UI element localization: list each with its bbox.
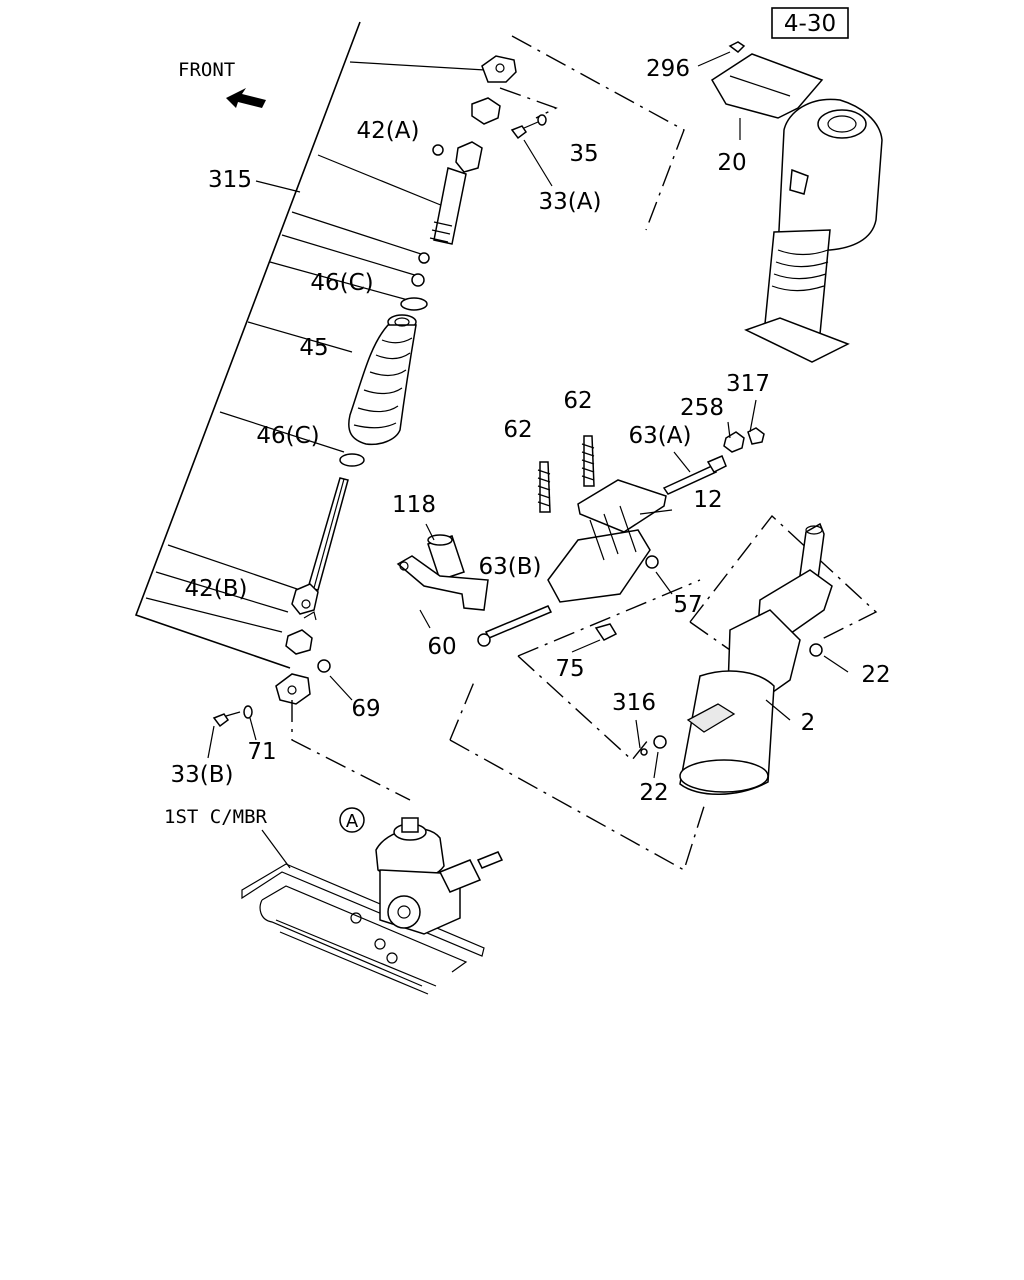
shaft-group-connectors (291, 35, 685, 801)
callout-57: 57 (673, 592, 702, 618)
upper-shaft (433, 167, 467, 245)
callout-33b: 33(B) (171, 762, 234, 788)
front-indicator: FRONT (178, 59, 266, 108)
leader-lines (207, 118, 849, 779)
bolt-63a (662, 465, 718, 495)
callout-22-bottom: 22 (639, 780, 668, 806)
marker-a-circle (339, 807, 365, 833)
spring-right (583, 435, 595, 487)
spring-left (539, 461, 551, 513)
cover-base (744, 317, 850, 363)
u-joint-cross-b (285, 629, 313, 655)
upper-yoke (481, 55, 517, 83)
callout-296: 296 (646, 56, 690, 82)
callout-63b: 63(B) (479, 554, 542, 580)
callouts: 296 20 42(A) 35 315 33(A) 46(C) 45 46(C)… (171, 56, 891, 806)
cover-lower-body (763, 229, 831, 335)
lower-yoke (275, 673, 311, 705)
cover-panel (710, 53, 824, 119)
callout-60: 60 (427, 634, 456, 660)
callout-71: 71 (247, 739, 276, 765)
callout-62-left: 62 (503, 417, 532, 443)
front-arrow-icon (226, 88, 266, 108)
lever-60 (396, 555, 489, 611)
callout-12: 12 (693, 487, 722, 513)
callout-69: 69 (351, 696, 380, 722)
crossmember-label: 1ST C/MBR (164, 806, 268, 828)
column-bracket-assembly (396, 427, 833, 795)
cover-upper-body (777, 98, 883, 251)
callout-63a: 63(A) (629, 423, 692, 449)
marker-a-label: A (346, 811, 359, 832)
callout-33a: 33(A) (539, 189, 602, 215)
page-reference-box: 4-30 (771, 7, 849, 39)
lower-shaft (307, 477, 349, 591)
page-reference-text: 4-30 (784, 11, 836, 37)
shaft-group-frame (134, 21, 486, 669)
bolt-63b (484, 605, 553, 639)
callout-45: 45 (299, 335, 328, 361)
callout-75: 75 (555, 656, 584, 682)
gear-pulley (387, 895, 421, 929)
callout-35: 35 (569, 141, 598, 167)
callout-316: 316 (612, 690, 656, 716)
callout-42a: 42(A) (357, 118, 420, 144)
callout-62-right: 62 (563, 388, 592, 414)
steering-gear-area: A 1ST C/MBR (164, 806, 504, 995)
callout-118: 118 (392, 492, 436, 518)
callout-315: 315 (208, 167, 252, 193)
column-mount-frame (449, 514, 878, 872)
callout-42b: 42(B) (185, 576, 248, 602)
clamp-lower (339, 453, 365, 467)
u-joint-cross-a (471, 97, 501, 125)
callout-20: 20 (717, 150, 746, 176)
bracket-lower (547, 529, 651, 603)
clamp-upper (400, 297, 428, 311)
callout-46c-top: 46(C) (310, 270, 373, 296)
callout-258: 258 (680, 395, 724, 421)
callout-2: 2 (801, 710, 816, 736)
steering-shaft-assembly (212, 55, 547, 728)
callout-46c-bottom: 46(C) (256, 423, 319, 449)
bracket-upper (577, 479, 667, 533)
callout-22-right: 22 (861, 662, 890, 688)
front-label: FRONT (178, 59, 235, 81)
callout-317: 317 (726, 371, 770, 397)
column-cover (697, 41, 883, 363)
dust-boot (348, 314, 417, 446)
